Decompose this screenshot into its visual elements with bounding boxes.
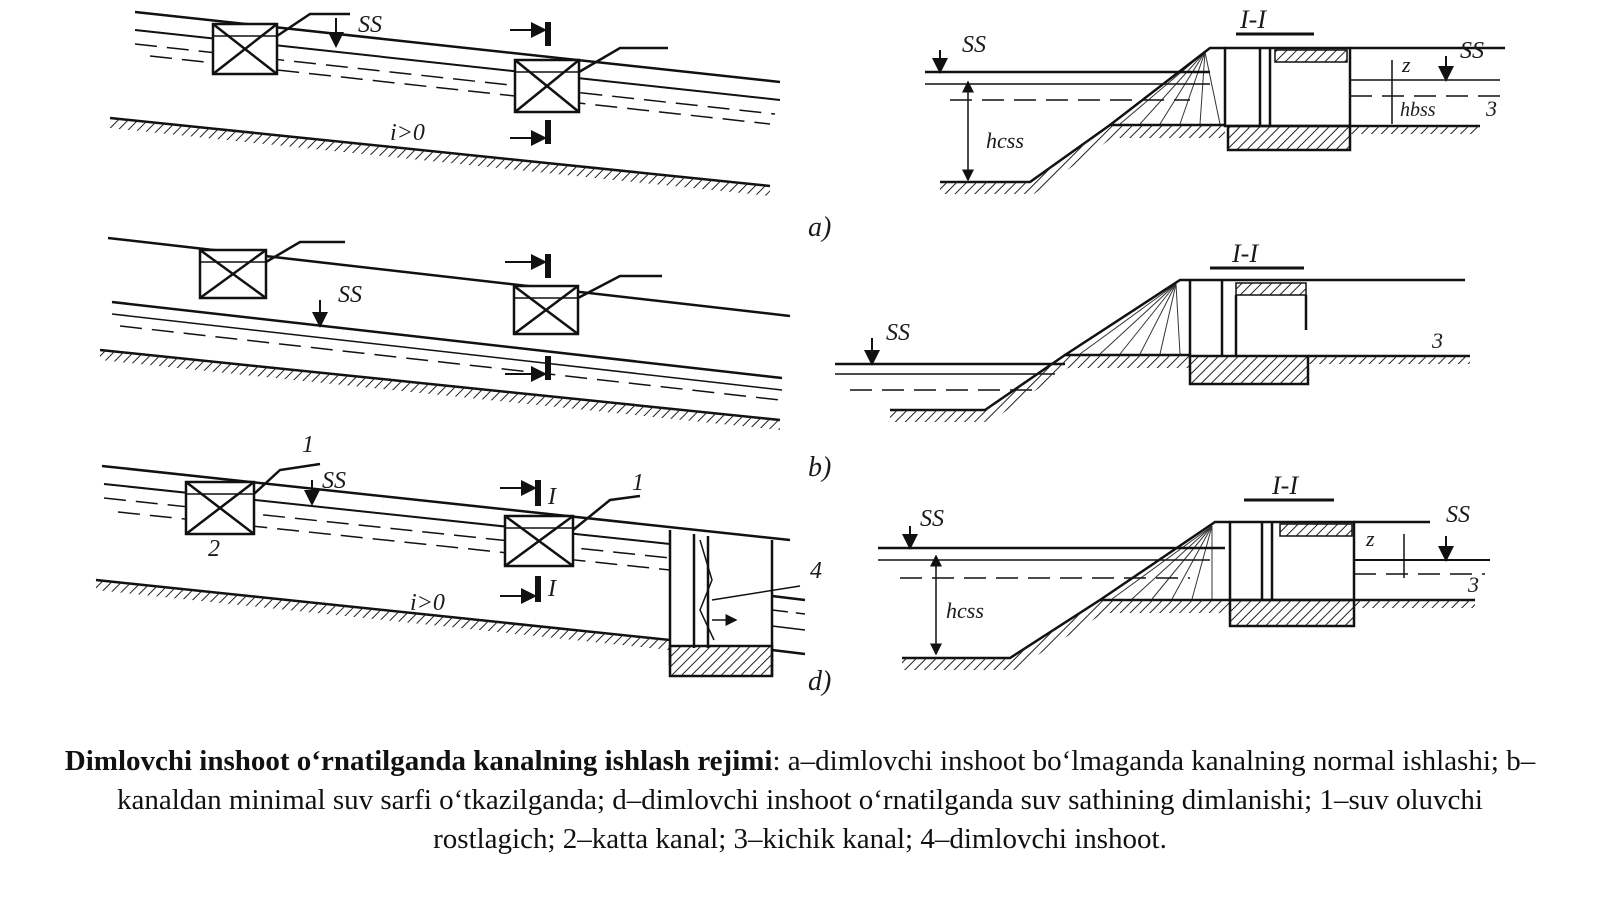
- section-label-a: I-I: [1239, 5, 1267, 34]
- ss-label-b-right: SS: [886, 320, 910, 346]
- mark3-label-b: 3: [1431, 328, 1443, 353]
- small-depth-label-a: hbss: [1400, 99, 1436, 121]
- caption-title: Dimlovchi inshoot o‘rnatilganda kanalnin…: [64, 745, 773, 777]
- panel-a-section: [925, 32, 1505, 194]
- slope-label-d: i>0: [410, 590, 445, 616]
- mark2-label-d: 2: [208, 536, 220, 562]
- ss-label-d-right1: SS: [920, 506, 944, 532]
- panel-label-d: d): [808, 666, 831, 697]
- section-label-d: I-I: [1271, 471, 1299, 500]
- sec-mark-d-bottom: I: [547, 576, 557, 602]
- panel-label-a: a): [808, 212, 831, 243]
- panel-b-profile: [99, 236, 791, 430]
- section-label-b: I-I: [1231, 239, 1259, 268]
- ss-label-d-left: SS: [322, 468, 346, 494]
- slope-label-a: i>0: [390, 120, 425, 146]
- canal-diagram: SS i>0 a) I-I SS SS hcss z hbss: [95, 5, 1505, 697]
- panel-a-profile: [109, 10, 781, 196]
- sec-mark-d-top: I: [547, 484, 557, 510]
- panel-d-profile: [95, 462, 806, 678]
- ss-label-a-left: SS: [358, 12, 382, 38]
- ss-label-d-right2: SS: [1446, 502, 1470, 528]
- depth-label-d: hcss: [946, 598, 984, 623]
- ss-label-b-left: SS: [338, 282, 362, 308]
- panel-d-section: [878, 498, 1490, 670]
- mark1-label-d-left: 1: [302, 432, 314, 458]
- caption-body: a–dimlovchi inshoot bo‘lmaganda kanalnin…: [116, 745, 1536, 855]
- caption-colon: :: [772, 745, 788, 777]
- mark1-label-d-right: 1: [632, 470, 644, 496]
- panel-b-section: [835, 266, 1470, 422]
- ss-label-a-right1: SS: [962, 32, 986, 58]
- head-label-a: z: [1401, 52, 1411, 77]
- mark3-label-a: 3: [1485, 96, 1497, 121]
- depth-label-a: hcss: [986, 128, 1024, 153]
- mark3-label-d: 3: [1467, 572, 1479, 597]
- figure-caption: Dimlovchi inshoot o‘rnatilganda kanalnin…: [60, 742, 1540, 859]
- head-label-d: z: [1365, 526, 1375, 551]
- panel-label-b: b): [808, 452, 831, 483]
- ss-label-a-right2: SS: [1460, 38, 1484, 64]
- mark4-label-d: 4: [810, 558, 822, 584]
